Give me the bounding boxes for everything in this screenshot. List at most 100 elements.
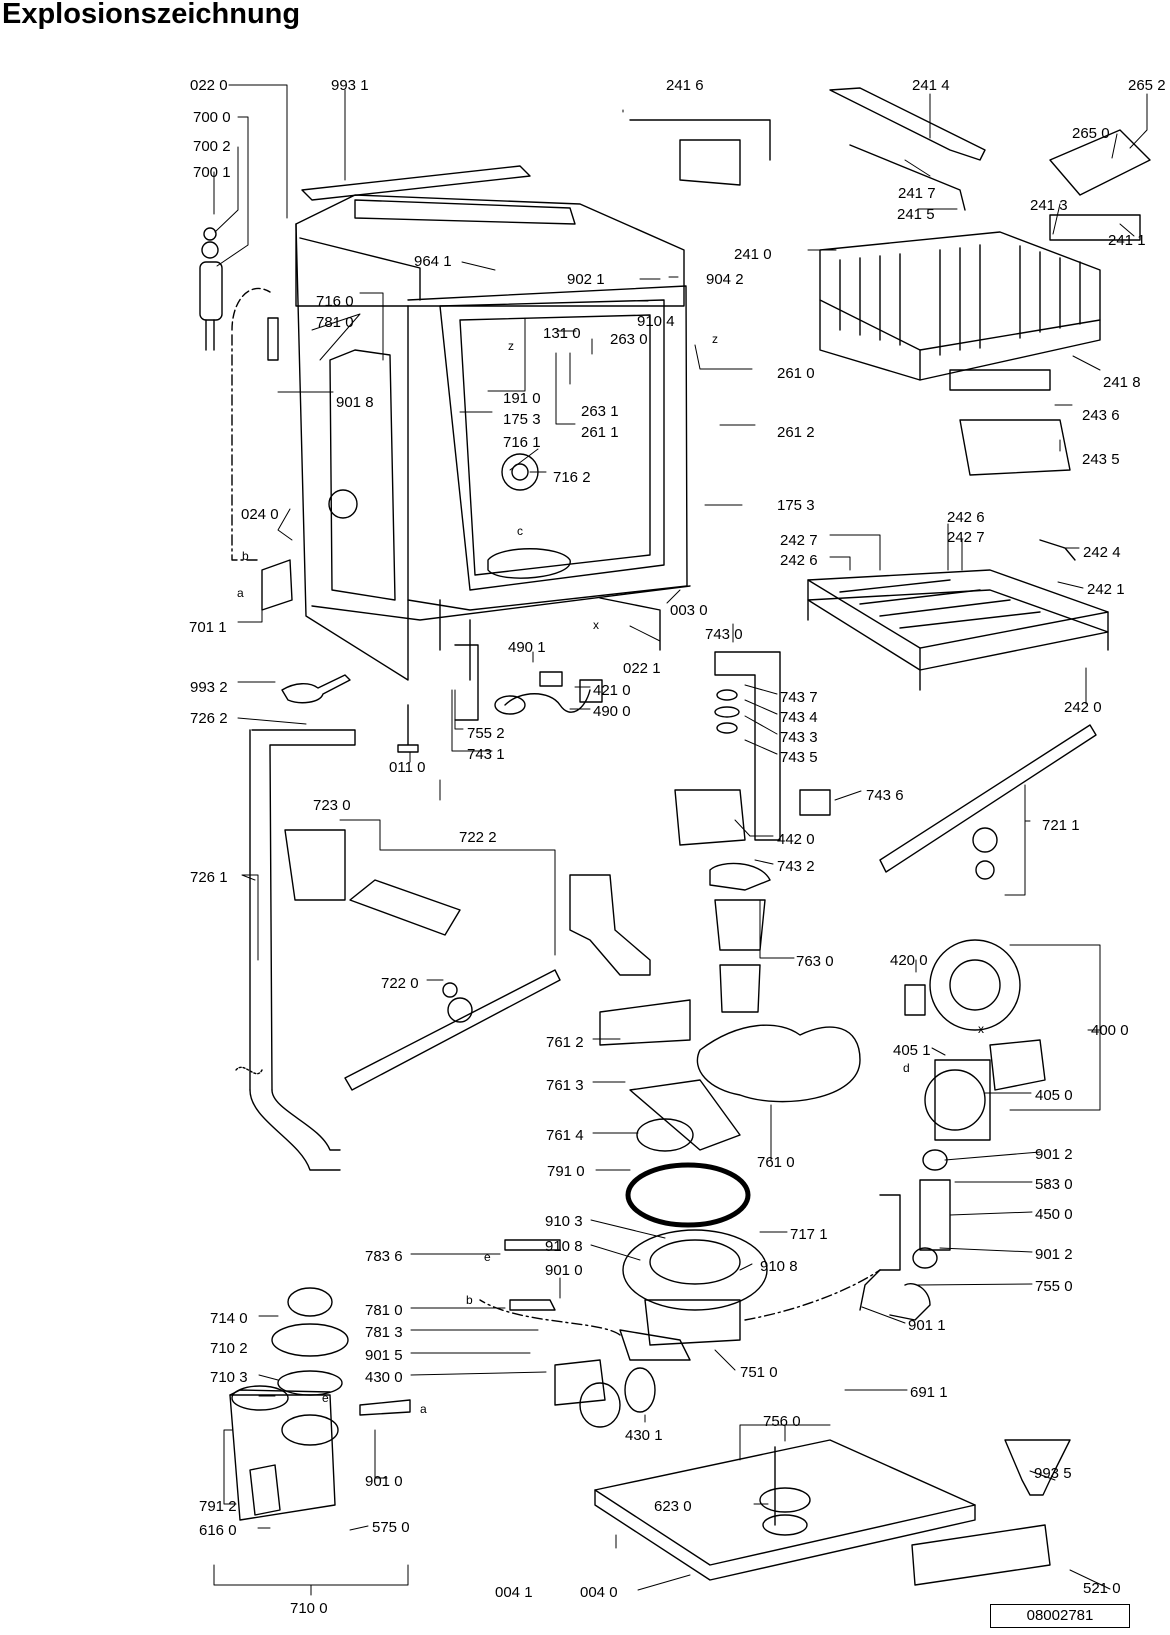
base-tray-illustration [594,1439,976,1581]
letter-marker: z [508,339,514,353]
sump-assembly-illustration [479,1229,881,1361]
part-label: 191 0 [503,390,541,407]
part-label: 710 2 [210,1340,248,1357]
part-label: 743 2 [777,858,815,875]
part-label: 450 0 [1035,1206,1073,1223]
part-label: 701 1 [189,619,227,636]
letter-marker: d [903,1061,910,1075]
part-label: 743 4 [780,709,818,726]
part-label: 242 1 [1087,581,1125,598]
letter-marker: x [978,1022,984,1036]
part-label: 993 2 [190,679,228,696]
part-label: 910 3 [545,1213,583,1230]
part-label: 781 0 [365,1302,403,1319]
part-label: 490 0 [593,703,631,720]
letter-marker: b [242,549,249,563]
part-label: 743 1 [467,746,505,763]
part-label: 714 0 [210,1310,248,1327]
foot-screw-shape [397,704,419,753]
water-softener-illustration [229,1287,349,1521]
part-label: 242 7 [780,532,818,549]
part-label: 241 8 [1103,374,1141,391]
letter-marker: x [593,618,599,632]
part-label: 242 6 [947,509,985,526]
part-label: 716 0 [316,293,354,310]
part-label: 710 3 [210,1369,248,1386]
feed-tube-illustration [235,729,356,1171]
part-label: 430 1 [625,1427,663,1444]
part-label: 243 5 [1082,451,1120,468]
part-label: 761 3 [546,1077,584,1094]
part-label: 405 1 [893,1042,931,1059]
letter-marker: a [420,1402,427,1416]
part-label: 756 0 [763,1413,801,1430]
part-label: 261 0 [777,365,815,382]
door-seal-shape [454,644,479,721]
part-label: 024 0 [241,506,279,523]
part-label: 700 0 [193,109,231,126]
part-label: 430 0 [365,1369,403,1386]
letter-marker: a [237,586,244,600]
part-label: 901 2 [1035,1246,1073,1263]
part-label: 743 7 [780,689,818,706]
part-label: 623 0 [654,1498,692,1515]
part-label: 003 0 [670,602,708,619]
part-label: 743 5 [780,749,818,766]
part-label: 722 0 [381,975,419,992]
part-label: 901 0 [365,1473,403,1490]
inlet-hose-illustration [199,227,293,611]
top-cover-shape [301,165,531,201]
document-number-box: 08002781 [990,1604,1130,1628]
part-label: 901 8 [336,394,374,411]
part-label: 763 0 [796,953,834,970]
detergent-dispenser-illustration [674,651,831,891]
part-label: 783 6 [365,1248,403,1265]
part-label: 242 7 [947,529,985,546]
letter-marker: c [517,524,523,538]
part-label: 910 8 [760,1258,798,1275]
part-label: 241 6 [666,77,704,94]
part-label: 781 0 [316,314,354,331]
part-label: 131 0 [543,325,581,342]
part-label: 442 0 [777,831,815,848]
part-label: 405 0 [1035,1087,1073,1104]
page-title: Explosionszeichnung [2,0,301,30]
part-label: 241 4 [912,77,950,94]
control-panel-shape [911,1524,1051,1586]
part-label: 716 2 [553,469,591,486]
cutlery-basket-hook-shape [1039,539,1076,561]
letter-marker: e [322,1391,329,1405]
part-label: 004 0 [580,1584,618,1601]
part-label: 241 1 [1108,232,1146,249]
part-label: 901 0 [545,1262,583,1279]
part-label: 717 1 [790,1226,828,1243]
wrench-tool-shape [281,674,351,704]
part-label: 791 2 [199,1498,237,1515]
letter-marker: e [484,1250,491,1264]
part-label: 616 0 [199,1522,237,1539]
letter-marker: b [466,1293,473,1307]
part-label: 726 2 [190,710,228,727]
valve-parts-illustration [359,1239,656,1428]
letter-marker: z [712,332,718,346]
part-label: 781 3 [365,1324,403,1341]
part-label: 420 0 [890,952,928,969]
circulation-pump-illustration [904,939,1046,1141]
part-label: 751 0 [740,1364,778,1381]
funnel-shape [1004,1439,1071,1496]
part-label: 743 3 [780,729,818,746]
part-label: 902 1 [567,271,605,288]
part-label: 723 0 [313,797,351,814]
part-label: 263 1 [581,403,619,420]
part-label: 791 0 [547,1163,585,1180]
part-label: 761 0 [757,1154,795,1171]
part-label: 241 5 [897,206,935,223]
part-label: 242 6 [780,552,818,569]
part-label: 241 3 [1030,197,1068,214]
lower-spray-arm-illustration [284,829,561,1091]
part-label: 521 0 [1083,1580,1121,1597]
upper-basket-illustration [819,231,1101,381]
part-label: 261 2 [777,424,815,441]
part-label: 421 0 [593,682,631,699]
power-cord-illustration [494,671,603,715]
